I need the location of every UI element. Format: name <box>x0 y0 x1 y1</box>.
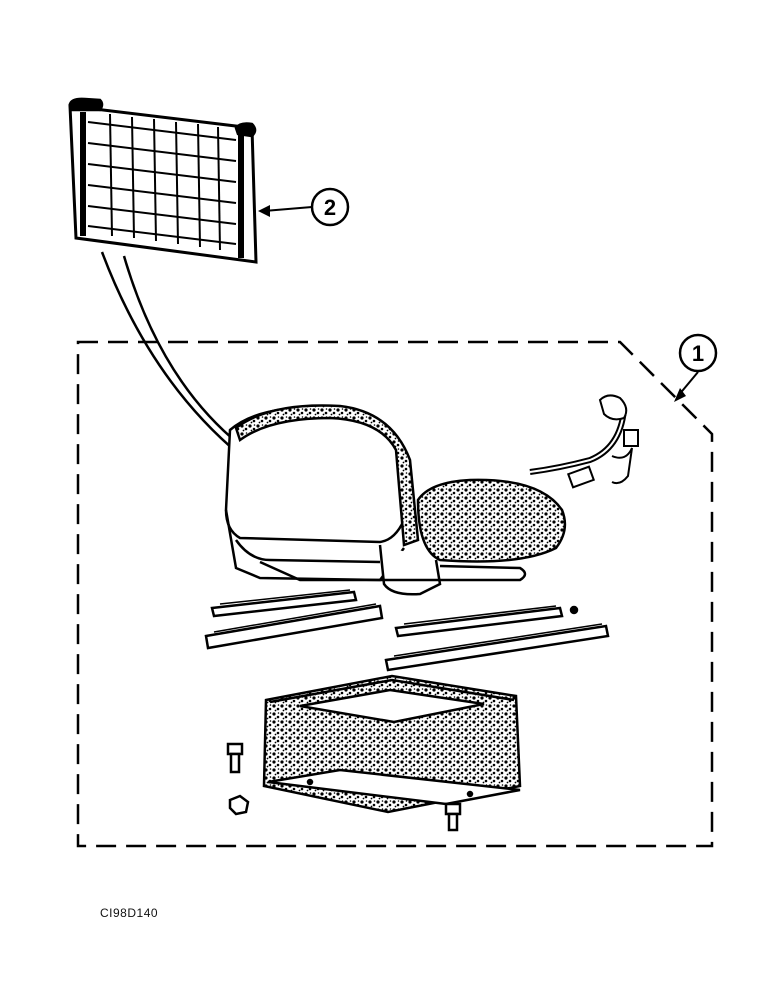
callout-2-label: 2 <box>324 195 336 220</box>
kit-boundary <box>76 340 714 848</box>
bolt <box>226 742 244 774</box>
figure-code: CI98D140 <box>100 906 159 920</box>
callout-1-label: 1 <box>692 341 704 366</box>
slide-rails <box>204 589 610 672</box>
backrest-pad <box>68 97 258 264</box>
seat-assembly <box>224 404 567 596</box>
seat-belt <box>529 394 639 489</box>
callout-1: 1 <box>674 333 718 402</box>
base-plate <box>267 768 521 806</box>
nut <box>228 794 250 816</box>
bolt-2 <box>444 802 462 832</box>
callout-2: 2 <box>258 187 350 227</box>
